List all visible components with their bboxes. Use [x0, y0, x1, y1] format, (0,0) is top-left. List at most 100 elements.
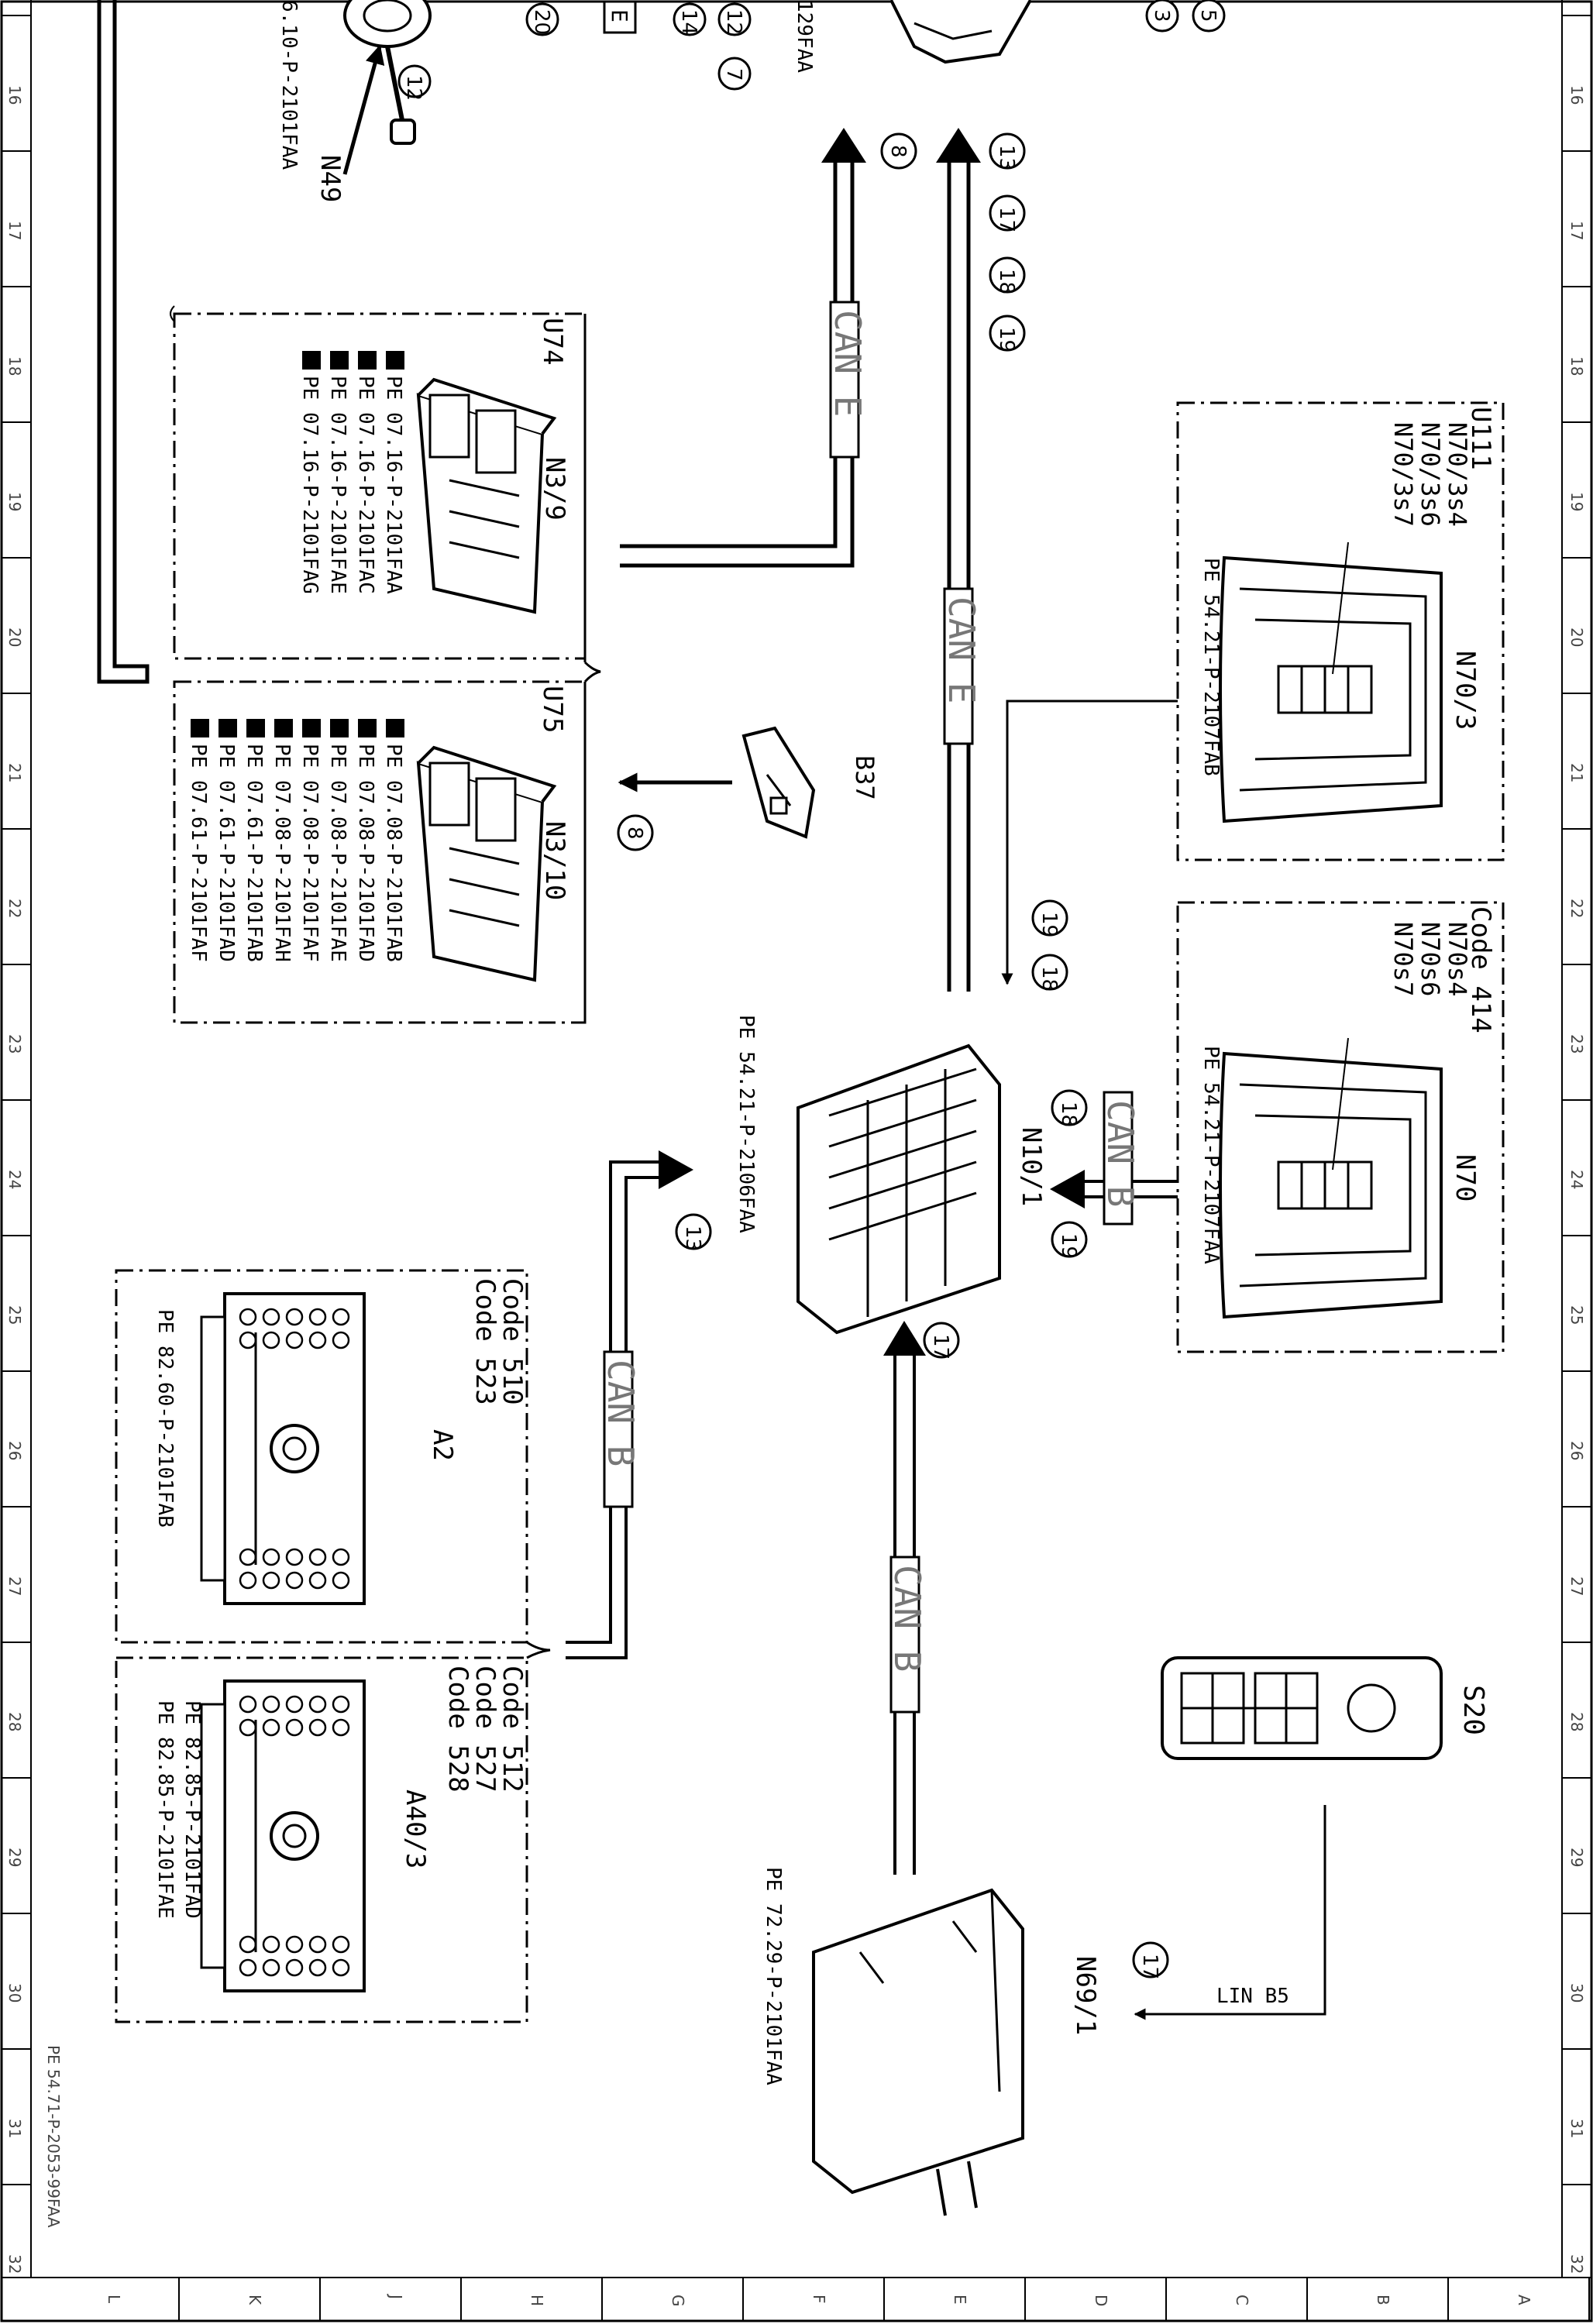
circle-marker [989, 315, 1026, 352]
hand-pointer-icon [302, 351, 321, 370]
ruler-col-label: 30 [1567, 1983, 1586, 2003]
ruler-row-label: F [810, 2295, 828, 2304]
ruler-row-label: D [1092, 2295, 1110, 2306]
hand-pointer-icon [246, 719, 265, 737]
can-b-wire-n69: CAN B [883, 1321, 928, 1875]
svg-text:PE 82.85-P-2101FAD: PE 82.85-P-2101FAD [181, 1700, 204, 1919]
s20-switch-icon [1161, 1656, 1443, 1760]
circle-marker [617, 814, 654, 851]
svg-text:Code 523: Code 523 [470, 1278, 501, 1405]
reference-item: PE 07.61-P-2101FAF [187, 744, 210, 962]
svg-text:CAN E: CAN E [941, 596, 982, 703]
circle-marker-number: 13 [681, 1226, 704, 1251]
partial-module-icon [889, 0, 1032, 64]
code414-label: Code 414 [1465, 906, 1496, 1033]
ruler-col-label: 18 [5, 356, 24, 376]
svg-text:Code 528: Code 528 [442, 1666, 473, 1793]
hand-pointer-icon [218, 719, 237, 737]
svg-text:CAN E: CAN E [827, 310, 869, 417]
ruler-col-label: 28 [1567, 1712, 1586, 1731]
wire-left-bus [97, 0, 150, 684]
ruler-row-label: J [387, 2293, 405, 2299]
ref-129faa: 129FAA [793, 0, 816, 73]
reference-item: PE 07.08-P-2101FAB [382, 744, 405, 962]
circle-12-top [717, 2, 752, 36]
ruler-col-label: 32 [1567, 2254, 1586, 2274]
circle-marker-number: 18 [1037, 966, 1061, 992]
u75-label: U75 [537, 686, 568, 733]
ruler-col-label: 18 [1567, 356, 1586, 376]
ruler-col-label: 19 [5, 492, 24, 511]
ruler-col-label: 16 [1567, 85, 1586, 105]
ruler-col-label: 20 [5, 627, 24, 647]
ruler-col-label: 24 [1567, 1170, 1586, 1189]
hand-icons [191, 351, 404, 737]
svg-text:N70/3s6: N70/3s6 [1416, 422, 1445, 527]
a2-ref: PE 82.60-P-2101FAB [153, 1309, 177, 1528]
svg-text:5: 5 [1196, 9, 1220, 22]
circle-marker [989, 256, 1026, 294]
circle-marker [989, 194, 1026, 232]
n69-1-module: N69/1 PE 72.29-P-2101FAA [762, 1867, 1101, 2216]
ruler-col-label: 30 [5, 1983, 24, 2003]
ecu-n3-9-icon [416, 377, 557, 614]
ruler-row-label: E [951, 2295, 969, 2305]
box-e-top [603, 0, 637, 34]
ruler-col-label: 23 [1567, 1034, 1586, 1054]
ecu-n3-10-icon [416, 745, 557, 982]
lin-b5-wire [1134, 1805, 1326, 2020]
ruler-col-label: 17 [1567, 221, 1586, 240]
circle-marker-number: 17 [929, 1334, 952, 1360]
u111-ref: PE 54.21-P-2107FAB [1199, 558, 1223, 776]
ruler-col-label: 27 [1567, 1576, 1586, 1596]
ruler-col-label: 24 [5, 1170, 24, 1189]
reference-item: PE 07.08-P-2101FAF [298, 744, 322, 962]
hand-pointer-icon [330, 351, 349, 370]
ruler-col-label: 26 [1567, 1441, 1586, 1460]
circle-marker-number: 17 [1138, 1954, 1161, 1979]
circle-14-top [673, 2, 707, 36]
ruler-col-label: 20 [1567, 627, 1586, 647]
group-code-414: Code 414 N70s4 N70s6 N70s7 N70 PE 54.21-… [1176, 901, 1505, 1353]
hand-pointer-icon [330, 719, 349, 737]
circle-marker [1031, 899, 1068, 937]
svg-text:3: 3 [1150, 9, 1173, 22]
ruler-row-label: L [105, 2295, 123, 2304]
svg-text:14: 14 [677, 9, 700, 35]
n69-1-label: N69/1 [1070, 1956, 1101, 2035]
svg-text:N70/3s7: N70/3s7 [1388, 422, 1418, 527]
svg-text:Code 510: Code 510 [497, 1278, 528, 1405]
ruler-col-label: 26 [5, 1441, 24, 1460]
n49-label: N49 [315, 155, 346, 202]
lin-b5-label: LIN B5 [1216, 1985, 1289, 2008]
radio-a2-icon [200, 1292, 366, 1605]
n10-1-module: N10/1 PE 54.21-P-2106FAA [735, 1015, 1047, 1335]
n3-10-label: N3/10 [539, 821, 570, 900]
code414-ref: PE 54.21-P-2107FAA [1199, 1046, 1223, 1264]
a40-3-label: A40/3 [400, 1789, 431, 1868]
can-b-wire-n70: CAN B [1050, 1091, 1178, 1226]
svg-text:CAN B: CAN B [1099, 1100, 1141, 1207]
circle-marker-number: 19 [995, 327, 1018, 352]
svg-text:Code 512: Code 512 [497, 1666, 528, 1793]
can-e-wire-1: CAN E [620, 128, 869, 568]
circle-marker-number: 19 [1057, 1233, 1080, 1259]
n10-1-module-icon [796, 1043, 1001, 1335]
ruler-row-label: G [669, 2295, 687, 2307]
group-u111: U111 N70/3s4 N70/3s6 N70/3s7 N70/3 PE 54… [1176, 401, 1505, 861]
n49-sensor-icon [343, 0, 432, 145]
a2-a40-brace [526, 1641, 551, 1659]
svg-text:12: 12 [722, 9, 745, 35]
hand-pointer-icon [302, 719, 321, 737]
group-a2: Code 510 Code 523 A2 PE 82.60-P-2101FAB [115, 1269, 528, 1644]
top-clip-region: N49 6.10-P-2101FAA 12 20 E 14 12 7 129FA… [97, 0, 1226, 684]
reference-item: PE 07.61-P-2101FAB [243, 744, 266, 962]
circle-marker-number: 18 [995, 269, 1018, 294]
reference-item: PE 07.08-P-2101FAH [270, 744, 294, 962]
reference-item: PE 07.08-P-2101FAD [354, 744, 377, 962]
ruler-col-label: 32 [5, 2254, 24, 2274]
